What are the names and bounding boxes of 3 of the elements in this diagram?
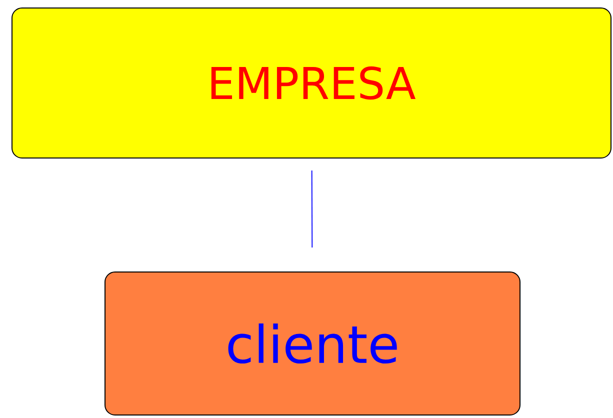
concept-box: EMPRESA <box>12 8 612 158</box>
connector-line <box>311 170 313 248</box>
concept-box: cliente <box>104 272 520 416</box>
